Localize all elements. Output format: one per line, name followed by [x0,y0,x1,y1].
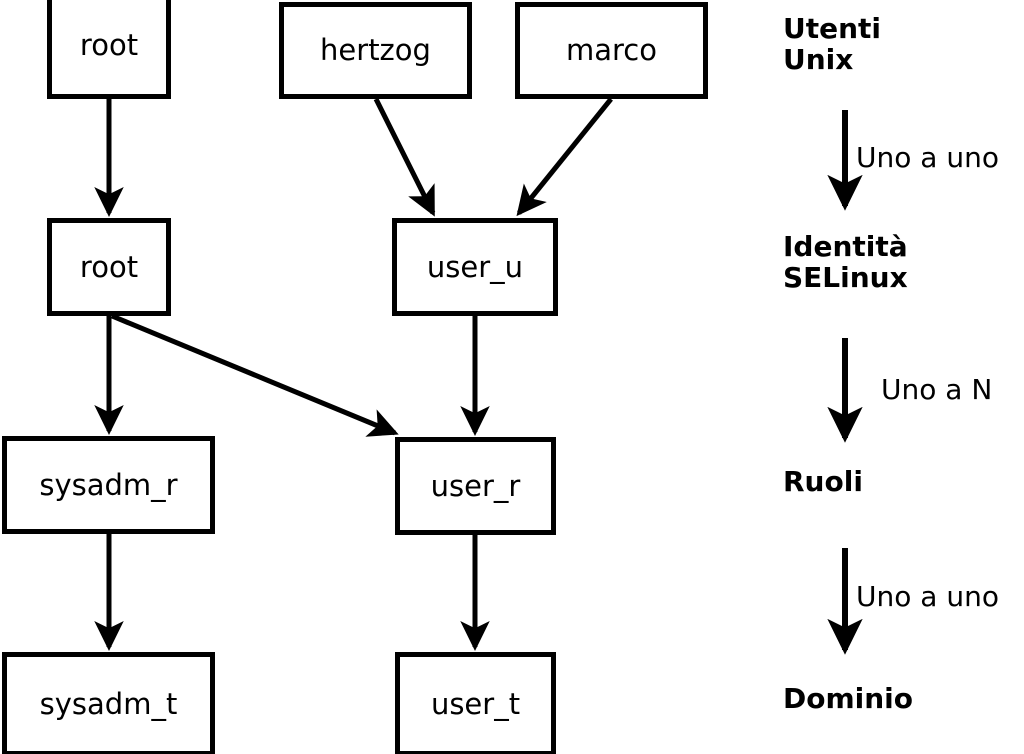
node-selinux-identity-user-u[interactable]: user_u [392,218,558,316]
node-unix-marco[interactable]: marco [515,2,708,99]
node-unix-hertzog[interactable]: hertzog [279,2,472,99]
legend-term-line: Unix [783,42,854,76]
node-label: sysadm_t [39,686,178,721]
node-label: user_u [426,249,524,284]
legend-term-dominio: Dominio [783,682,914,715]
legend-relation-uno-a-uno-top: Uno a uno [856,141,999,174]
node-label: marco [566,33,657,67]
node-label: sysadm_r [39,467,178,502]
legend-term-ruoli: Ruoli [783,465,863,498]
legend-term-line: Dominio [783,682,914,715]
edge-id-root-to-role-user-r [111,313,399,437]
legend-relation-uno-a-n: Uno a N [881,373,993,406]
node-unix-root[interactable]: root [47,0,171,99]
node-label: user_r [430,468,521,503]
node-label: user_t [430,686,521,721]
legend-relation-uno-a-uno-bottom: Uno a uno [856,580,999,613]
legend-term-line: Utenti [783,12,882,45]
legend-term-line: SELinux [783,260,908,294]
node-role-sysadm-r[interactable]: sysadm_r [2,436,215,534]
legend-term-utenti-unix: Utenti Unix [783,12,882,76]
node-domain-sysadm-t[interactable]: sysadm_t [2,652,215,754]
legend-term-line: Ruoli [783,465,863,498]
node-role-user-r[interactable]: user_r [395,437,556,535]
node-domain-user-t[interactable]: user_t [395,652,556,754]
node-label: root [79,249,139,284]
node-selinux-identity-root[interactable]: root [47,218,171,316]
node-label: root [79,28,139,62]
edge-unix-marco-to-id-user-u [516,97,613,217]
node-label: hertzog [320,33,431,67]
legend-term-identita-selinux: Identità SELinux [783,230,908,294]
legend-term-line: Identità [783,230,908,263]
edge-unix-hertzog-to-id-user-u [373,97,436,217]
